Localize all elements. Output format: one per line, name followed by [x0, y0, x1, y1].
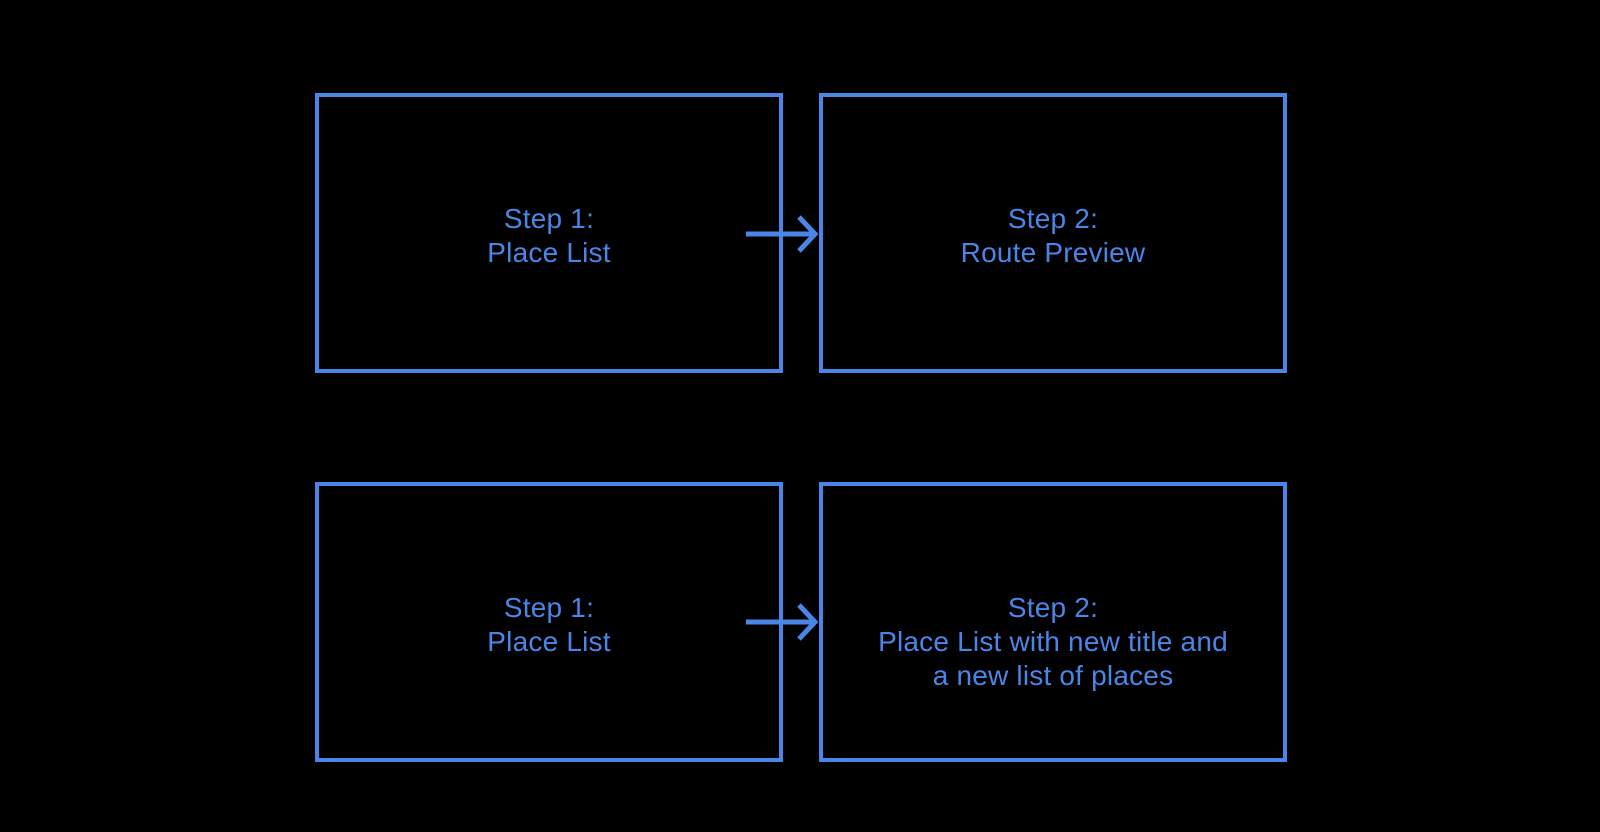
box-label-line: Step 1:	[503, 592, 595, 623]
box-label-line: Step 2:	[1007, 203, 1099, 234]
box-label: Step 2: Place List with new title and a …	[823, 591, 1283, 693]
right-arrow-icon	[730, 600, 820, 644]
box-step2-route-preview: Step 2: Route Preview	[819, 93, 1287, 373]
box-label-line: Route Preview	[960, 237, 1146, 268]
box-label-line: Step 2:	[1007, 592, 1099, 623]
box-label-line: Place List with new title and	[878, 626, 1228, 657]
box-step2-place-list-new-title: Step 2: Place List with new title and a …	[819, 482, 1287, 762]
box-label: Step 2: Route Preview	[823, 202, 1283, 270]
box-step1-place-list-row1: Step 1: Place List	[315, 93, 783, 373]
box-label-line: Place List	[487, 626, 611, 657]
right-arrow-icon	[730, 212, 820, 256]
box-label: Step 1: Place List	[319, 202, 779, 270]
box-label-line: Step 1:	[503, 203, 595, 234]
box-label-line: a new list of places	[932, 660, 1174, 691]
box-step1-place-list-row2: Step 1: Place List	[315, 482, 783, 762]
box-label-line: Place List	[487, 237, 611, 268]
box-label: Step 1: Place List	[319, 591, 779, 659]
